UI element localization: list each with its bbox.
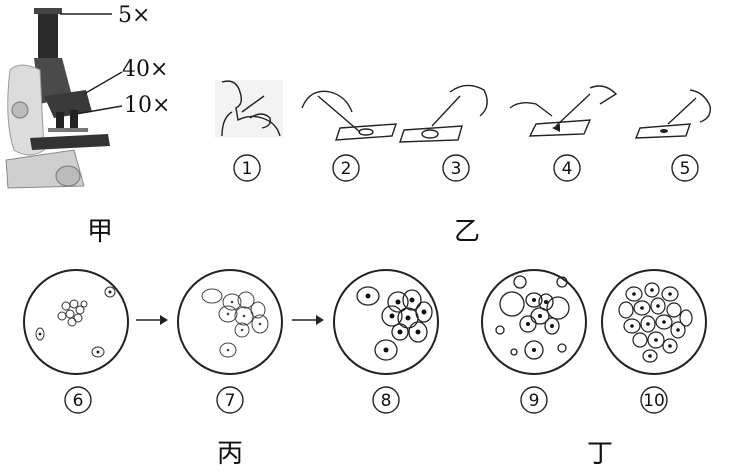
objective-40x	[70, 110, 78, 132]
svg-text:4: 4	[562, 159, 573, 179]
field-number-8: 8	[372, 386, 400, 414]
caption-ding: 丁	[587, 439, 613, 469]
step-3-illustration	[399, 84, 488, 143]
field-of-view-7	[177, 269, 283, 375]
field-of-view-10	[601, 269, 707, 375]
field-of-view-9	[481, 269, 587, 375]
svg-text:1: 1	[242, 159, 253, 179]
objective-10x	[56, 112, 64, 130]
step-4-illustration	[509, 85, 618, 137]
svg-text:5: 5	[680, 159, 691, 179]
step-2-illustration	[301, 90, 397, 141]
field-number-10: 10	[640, 386, 668, 414]
label-eyepiece-5x: 5×	[118, 3, 150, 28]
eyepiece	[38, 10, 58, 60]
svg-text:7: 7	[225, 391, 236, 411]
caption-yi: 乙	[454, 217, 480, 247]
stage	[30, 134, 110, 150]
microscope	[5, 8, 123, 189]
field-of-view-6	[23, 269, 129, 375]
caption-bing: 丙	[217, 439, 243, 469]
svg-text:10: 10	[643, 391, 665, 411]
svg-text:9: 9	[529, 391, 540, 411]
svg-text:6: 6	[73, 391, 84, 411]
field-number-9: 9	[520, 386, 548, 414]
svg-text:8: 8	[381, 391, 392, 411]
step-number-4: 4	[553, 154, 581, 182]
coarse-focus-knob	[11, 101, 29, 119]
step-number-5: 5	[671, 154, 699, 182]
body-tube	[34, 58, 72, 104]
step-5-illustration	[634, 89, 711, 139]
arrow-7-to-8	[292, 315, 324, 325]
step-number-2: 2	[332, 154, 360, 182]
label-objective-10x: 10×	[124, 93, 170, 118]
field-number-7: 7	[216, 386, 244, 414]
field-of-view-8	[333, 269, 439, 375]
step-number-3: 3	[442, 154, 470, 182]
arrow-6-to-7	[136, 315, 168, 325]
step-1-illustration	[215, 80, 283, 138]
svg-text:3: 3	[451, 159, 462, 179]
step-number-1: 1	[233, 154, 261, 182]
mirror	[55, 165, 81, 187]
caption-jia: 甲	[87, 217, 113, 247]
field-number-6: 6	[64, 386, 92, 414]
nosepiece	[44, 90, 92, 118]
svg-text:2: 2	[341, 159, 352, 179]
label-objective-40x: 40×	[122, 57, 168, 82]
